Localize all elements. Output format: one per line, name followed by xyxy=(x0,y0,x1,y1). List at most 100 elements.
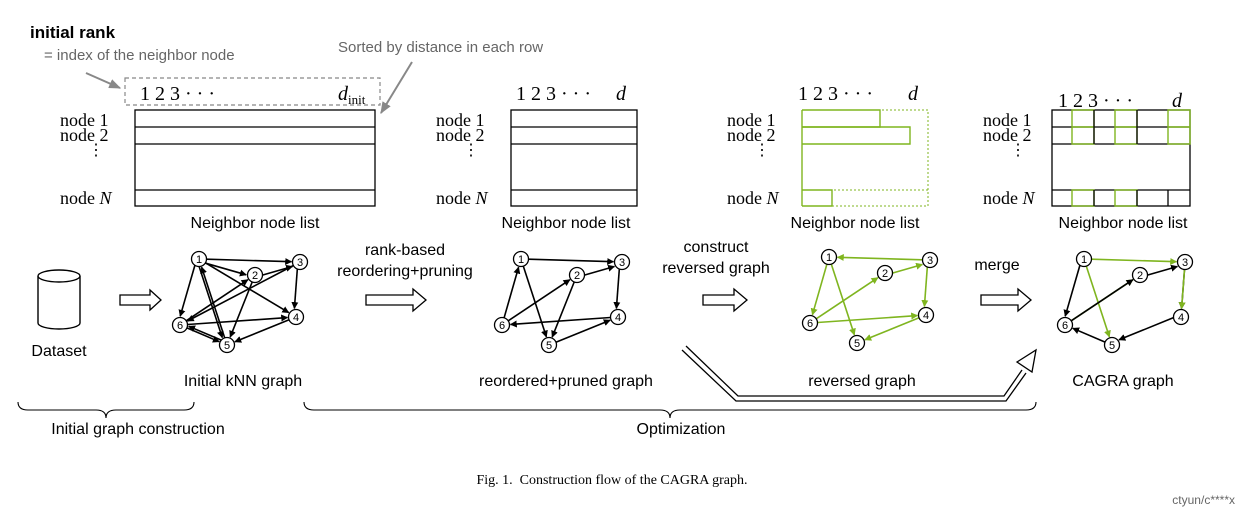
flow-arrow-reorder xyxy=(365,287,428,313)
graph-node-label-6: 6 xyxy=(177,320,183,332)
brace-initial-construction xyxy=(17,401,195,419)
graph-edge-3-4 xyxy=(1178,269,1186,310)
matrix-reordered: 1 2 3 · · · d node 1 node 2 ⋮ node N Nei… xyxy=(436,83,638,232)
svg-text:1 2 3 · · ·: 1 2 3 · · · xyxy=(798,83,873,105)
graph-node-3 xyxy=(291,253,309,271)
step-reorder-line2: reordering+pruning xyxy=(337,263,473,280)
svg-text:d: d xyxy=(1172,90,1183,112)
step-merge: merge xyxy=(974,257,1019,274)
graph-node-label-2: 2 xyxy=(574,270,580,282)
graph-node-3 xyxy=(613,253,631,271)
graph-node-1 xyxy=(1075,250,1093,268)
graph-edge-5-4 xyxy=(555,319,611,343)
graph-node-5 xyxy=(848,334,866,352)
graph-edge-6-4 xyxy=(817,312,919,324)
graph-node-label-6: 6 xyxy=(807,318,813,330)
graph-node-label-1: 1 xyxy=(196,254,202,266)
graph-edge-6-2 xyxy=(1070,279,1134,322)
graph-edge-1-5 xyxy=(522,265,548,338)
svg-text:node N: node N xyxy=(727,188,780,208)
graph-edge-3-4 xyxy=(921,267,929,308)
graph-node-1 xyxy=(512,250,530,268)
neighbor-list-label-4: Neighbor node list xyxy=(1059,215,1189,232)
graph-edge-5-1 xyxy=(200,266,226,339)
graph-node-4 xyxy=(609,308,627,326)
matrix-cagra: 1 2 3 · · · d node 1 node 2 ⋮ node N Nei… xyxy=(983,90,1191,232)
matrix-initial: 1 2 3 · · · dinit node 1 node 2 ⋮ node N… xyxy=(60,83,376,232)
brace-optimization xyxy=(303,401,1037,419)
graph-node-2 xyxy=(876,264,894,282)
graph-node-label-3: 3 xyxy=(1182,257,1188,269)
graph-edge-6-5 xyxy=(186,327,220,343)
graph-node-4 xyxy=(287,308,305,326)
graph-node-label-5: 5 xyxy=(854,338,860,350)
graph-node-6 xyxy=(171,316,189,334)
svg-text:node 2: node 2 xyxy=(983,125,1032,145)
initial-rank-dashed-box xyxy=(124,77,381,106)
graph-node-2 xyxy=(246,266,264,284)
graph-node-label-6: 6 xyxy=(499,320,505,332)
graph-edge-1-3 xyxy=(206,258,293,266)
graph-node-label-4: 4 xyxy=(615,312,621,324)
neighbor-list-label-2: Neighbor node list xyxy=(502,215,632,232)
graph-edge-3-6 xyxy=(186,264,294,322)
graph-edge-6-4 xyxy=(187,314,289,326)
graph-node-label-1: 1 xyxy=(1081,254,1087,266)
graph-edge-1-6 xyxy=(1063,265,1081,317)
graph-edge-6-1 xyxy=(503,266,521,319)
graph-edge-6-2 xyxy=(815,277,879,320)
graph-edge-4-6 xyxy=(509,316,611,328)
graph-edge-6-2 xyxy=(185,279,249,322)
svg-text:node 1: node 1 xyxy=(727,110,776,130)
graph-node-label-6: 6 xyxy=(1062,320,1068,332)
matrix-d-init: dinit xyxy=(338,83,366,107)
svg-text:⋮: ⋮ xyxy=(754,142,770,159)
matrix-reversed: 1 2 3 · · · d node 1 node 2 ⋮ node N Nei… xyxy=(727,83,929,232)
graph-node-label-3: 3 xyxy=(297,257,303,269)
flow-arrow-merge xyxy=(980,287,1033,313)
graph-node-5 xyxy=(218,336,236,354)
graph-node-6 xyxy=(801,314,819,332)
graph-edge-4-5 xyxy=(1118,317,1174,341)
svg-text:node 1: node 1 xyxy=(436,110,485,130)
graph-edge-1-5 xyxy=(1085,265,1111,338)
svg-text:d: d xyxy=(908,83,919,105)
graph-edge-1-2 xyxy=(205,262,247,277)
graph-node-label-2: 2 xyxy=(882,268,888,280)
figure-caption: Fig. 1. Construction flow of the CAGRA g… xyxy=(476,473,747,488)
graph-node-label-4: 4 xyxy=(923,310,929,322)
initial-rank-description: = index of the neighbor node xyxy=(44,47,235,64)
graph-edge-2-3 xyxy=(892,262,924,274)
graph-node-2 xyxy=(1131,266,1149,284)
step-reverse-line2: reversed graph xyxy=(662,260,770,277)
graph-node-4 xyxy=(917,306,935,324)
svg-text:1 2 3 · · ·: 1 2 3 · · · xyxy=(516,83,591,105)
graph-edge-1-3 xyxy=(1091,258,1178,266)
caption-cagra: CAGRA graph xyxy=(1072,373,1173,390)
graph-edge-4-5 xyxy=(234,319,290,343)
graph-node-5 xyxy=(1103,336,1121,354)
svg-text:node 2: node 2 xyxy=(436,125,485,145)
graph-edge-2-5 xyxy=(229,281,253,338)
phase-initial-construction: Initial graph construction xyxy=(51,421,224,438)
graph-node-4 xyxy=(1172,308,1190,326)
caption-reordered: reordered+pruned graph xyxy=(479,373,653,390)
graph-node-label-2: 2 xyxy=(1137,270,1143,282)
graph-node-label-3: 3 xyxy=(927,255,933,267)
svg-text:d: d xyxy=(616,83,627,105)
svg-text:⋮: ⋮ xyxy=(1010,142,1026,159)
graph-node-label-5: 5 xyxy=(224,340,230,352)
graph-edge-1-3 xyxy=(528,258,615,266)
watermark: ctyun/c****x xyxy=(1172,493,1235,507)
svg-text:node 2: node 2 xyxy=(727,125,776,145)
graph-node-label-2: 2 xyxy=(252,270,258,282)
graph-edge-4-5 xyxy=(864,317,920,341)
graph-node-label-5: 5 xyxy=(1109,340,1115,352)
graph-edge-1-5 xyxy=(198,266,224,339)
graph-node-6 xyxy=(1056,316,1074,334)
row-vertical-dots: ⋮ xyxy=(88,142,104,159)
